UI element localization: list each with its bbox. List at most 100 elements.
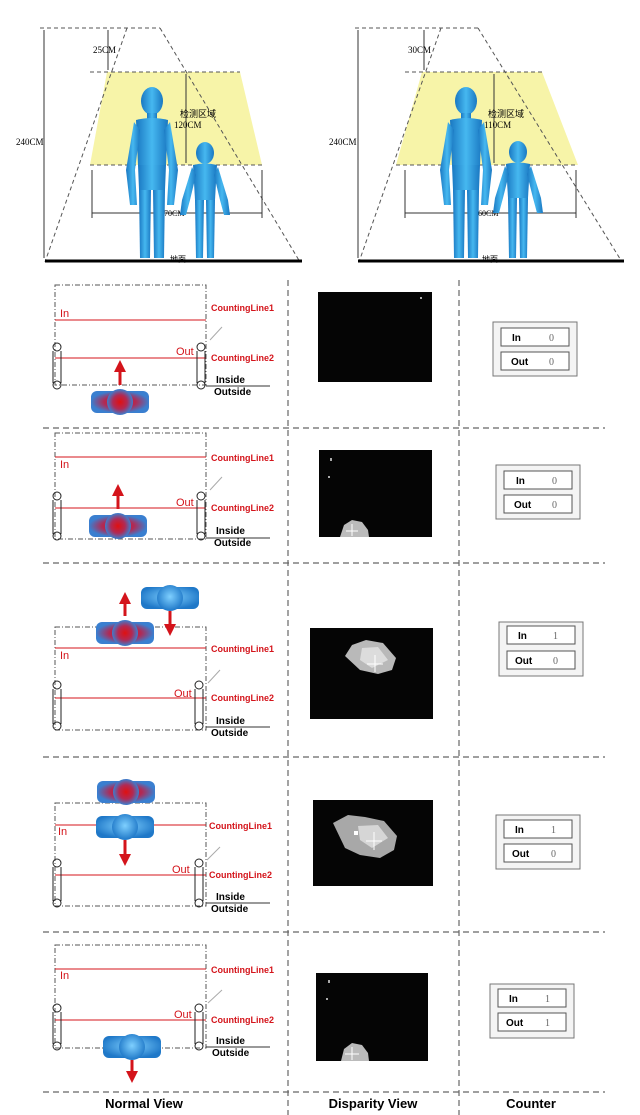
inside-label: Inside bbox=[216, 1036, 245, 1047]
ground-label: 地面 bbox=[170, 254, 186, 264]
child-figure bbox=[493, 141, 543, 258]
outside-label: Outside bbox=[211, 728, 249, 739]
stand-left bbox=[52, 342, 62, 390]
counter-out-label: Out bbox=[512, 849, 530, 860]
inside-label: Inside bbox=[216, 526, 245, 537]
height-total-label: 240CM bbox=[16, 137, 44, 147]
counter-out-value: 0 bbox=[549, 357, 554, 368]
counter-in-value: 1 bbox=[545, 994, 550, 1005]
counting-line1-label: CountingLine1 bbox=[211, 303, 274, 313]
counting-line2-label: CountingLine2 bbox=[211, 353, 274, 363]
counter-in-value: 1 bbox=[551, 825, 556, 836]
width-label: 160CM bbox=[474, 209, 498, 218]
stand-left bbox=[52, 1003, 62, 1051]
counter-in-value: 0 bbox=[552, 476, 557, 487]
counter-in-label: In bbox=[509, 994, 518, 1005]
zone-label: 检测区域 bbox=[180, 108, 216, 119]
adult-figure bbox=[440, 87, 492, 258]
stand-left bbox=[52, 680, 62, 731]
column-header-disparity: Disparity View bbox=[329, 1096, 419, 1111]
counter-out-value: 0 bbox=[551, 849, 556, 860]
top-gap-label: 30CM bbox=[408, 45, 431, 55]
person-blob-red bbox=[89, 513, 147, 539]
zone-height-label: 110CM bbox=[484, 120, 511, 130]
counter-out-value: 1 bbox=[545, 1018, 550, 1029]
disparity-view-row-5 bbox=[316, 973, 428, 1061]
inside-label: Inside bbox=[216, 375, 245, 386]
counting-line2-label: CountingLine2 bbox=[209, 870, 272, 880]
counting-line2-label: CountingLine2 bbox=[211, 503, 274, 513]
column-header-counter: Counter bbox=[506, 1096, 556, 1111]
counter-out-value: 0 bbox=[552, 500, 557, 511]
counter-panel-row-4: In 1 Out 0 bbox=[495, 814, 581, 870]
in-line-label: In bbox=[60, 650, 69, 662]
out-line-label: Out bbox=[176, 497, 194, 509]
outside-label: Outside bbox=[211, 904, 249, 915]
disparity-view-row-3 bbox=[310, 628, 433, 719]
zone-height-label: 120CM bbox=[174, 120, 202, 130]
counting-line1-label: CountingLine1 bbox=[211, 644, 274, 654]
adult-figure bbox=[126, 87, 178, 258]
counter-in-label: In bbox=[515, 825, 524, 836]
in-line-label: In bbox=[60, 308, 69, 320]
stand-right bbox=[196, 491, 206, 541]
counter-in-label: In bbox=[518, 631, 527, 642]
counter-out-value: 0 bbox=[553, 656, 558, 667]
person-blob-red bbox=[96, 620, 154, 646]
counting-line2-label: CountingLine2 bbox=[211, 693, 274, 703]
stand-right bbox=[194, 1003, 204, 1051]
counter-panel-row-3: In 1 Out 0 bbox=[498, 621, 584, 677]
out-line-label: Out bbox=[174, 688, 192, 700]
disparity-view-row-2 bbox=[319, 450, 432, 537]
counter-out-label: Out bbox=[511, 357, 529, 368]
counter-in-value: 0 bbox=[549, 333, 554, 344]
inside-label: Inside bbox=[216, 716, 245, 727]
counter-panel-row-2: In 0 Out 0 bbox=[495, 464, 581, 520]
stand-right bbox=[196, 342, 206, 390]
counter-panel-row-5: In 1 Out 1 bbox=[489, 983, 575, 1039]
ground-label: 地面 bbox=[482, 254, 498, 264]
counter-in-label: In bbox=[512, 333, 521, 344]
counter-in-label: In bbox=[516, 476, 525, 487]
normal-view-row-1: In Out CountingLine1 CountingLine2 Insid… bbox=[52, 284, 274, 415]
normal-view-row-2: In Out CountingLine1 CountingLine2 Insid… bbox=[52, 432, 274, 549]
inside-label: Inside bbox=[216, 892, 245, 903]
top-gap-label: 25CM bbox=[93, 45, 116, 55]
counting-line1-label: CountingLine1 bbox=[209, 821, 272, 831]
counter-in-value: 1 bbox=[553, 631, 558, 642]
counter-panel-row-1: In 0 Out 0 bbox=[492, 321, 578, 377]
counter-out-label: Out bbox=[515, 656, 533, 667]
outside-label: Outside bbox=[214, 538, 252, 549]
stand-left bbox=[52, 858, 62, 908]
out-line-label: Out bbox=[176, 346, 194, 358]
out-line-label: Out bbox=[172, 864, 190, 876]
normal-view-row-3: In Out CountingLine1 CountingLine2 Insid… bbox=[52, 585, 274, 739]
width-label: 170CM bbox=[160, 209, 184, 218]
counter-out-label: Out bbox=[514, 500, 532, 511]
counting-line2-label: CountingLine2 bbox=[211, 1015, 274, 1025]
top-diagram-1: 240CM 25CM 检测区域 120CM 170CM 地面 bbox=[16, 27, 302, 264]
stand-left bbox=[52, 491, 62, 541]
disparity-view-row-4 bbox=[313, 800, 433, 886]
person-blob-red bbox=[97, 779, 155, 805]
person-blob-blue bbox=[141, 585, 199, 611]
outside-label: Outside bbox=[214, 387, 252, 398]
child-figure bbox=[180, 142, 230, 258]
column-header-normal: Normal View bbox=[105, 1096, 184, 1111]
person-blob-blue bbox=[103, 1034, 161, 1060]
height-total-label: 240CM bbox=[329, 137, 357, 147]
counter-out-label: Out bbox=[506, 1018, 524, 1029]
outside-label: Outside bbox=[212, 1048, 250, 1059]
person-blob-red bbox=[91, 389, 149, 415]
counting-line1-label: CountingLine1 bbox=[211, 453, 274, 463]
disparity-view-row-1 bbox=[318, 292, 432, 382]
in-line-label: In bbox=[58, 826, 67, 838]
stand-right bbox=[194, 858, 204, 908]
zone-label: 检测区域 bbox=[488, 108, 524, 119]
stand-right bbox=[194, 680, 204, 731]
normal-view-row-5: In Out CountingLine1 CountingLine2 Insid… bbox=[52, 944, 274, 1083]
normal-view-row-4: In Out CountingLine1 CountingLine2 Insid… bbox=[52, 779, 272, 915]
top-diagram-2: 240CM 30CM 检测区域 110CM 160CM 地面 bbox=[329, 27, 624, 264]
out-line-label: Out bbox=[174, 1009, 192, 1021]
in-line-label: In bbox=[60, 970, 69, 982]
